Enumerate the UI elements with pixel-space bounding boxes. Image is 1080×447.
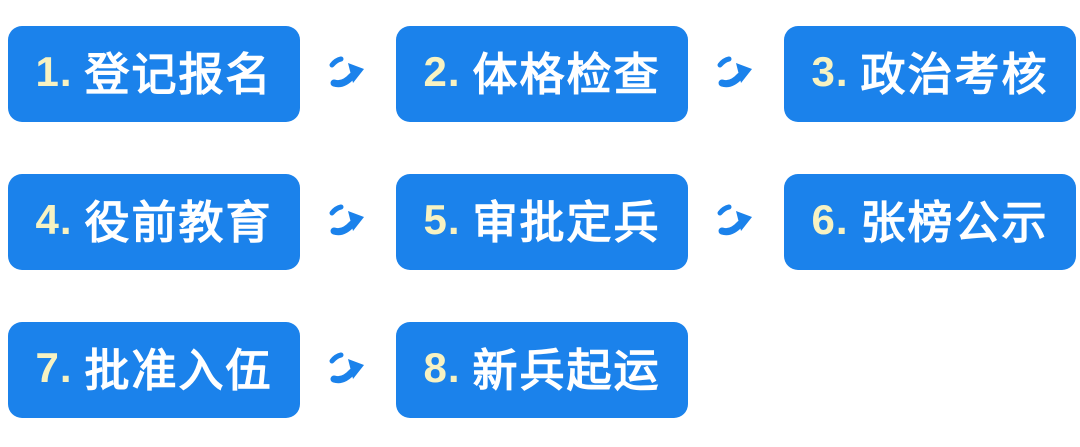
step-label: 张榜公示 [860,196,1049,248]
curved-right-arrow-icon [300,349,396,391]
step-box-1: 1. 登记报名 [8,26,300,122]
step-box-8: 8. 新兵起运 [396,322,688,418]
step-number: 8. [423,344,461,391]
step-label: 政治考核 [860,48,1049,100]
flow-row-3: 7. 批准入伍 8. 新兵起运 [8,322,1076,418]
step-label: 新兵起运 [472,344,661,396]
step-number: 6. [811,196,849,243]
step-box-3: 3. 政治考核 [784,26,1076,122]
curved-right-arrow-icon [688,201,784,243]
curved-right-arrow-icon [688,53,784,95]
step-number: 3. [811,48,849,95]
step-box-7: 7. 批准入伍 [8,322,300,418]
step-number: 2. [423,48,461,95]
step-label: 体格检查 [472,48,661,100]
step-label: 役前教育 [84,196,273,248]
flow-row-1: 1. 登记报名 2. 体格检查 [8,26,1076,122]
step-box-4: 4. 役前教育 [8,174,300,270]
flow-row-2: 4. 役前教育 5. 审批定兵 [8,174,1076,270]
step-box-6: 6. 张榜公示 [784,174,1076,270]
flow-rows: 1. 登记报名 2. 体格检查 [8,26,1076,418]
step-label: 审批定兵 [472,196,661,248]
step-box-5: 5. 审批定兵 [396,174,688,270]
curved-right-arrow-icon [300,201,396,243]
step-number: 4. [35,196,73,243]
curved-right-arrow-icon [300,53,396,95]
step-number: 7. [35,344,73,391]
step-box-2: 2. 体格检查 [396,26,688,122]
step-label: 批准入伍 [84,344,273,396]
step-number: 1. [35,48,73,95]
step-label: 登记报名 [84,48,273,100]
step-number: 5. [423,196,461,243]
